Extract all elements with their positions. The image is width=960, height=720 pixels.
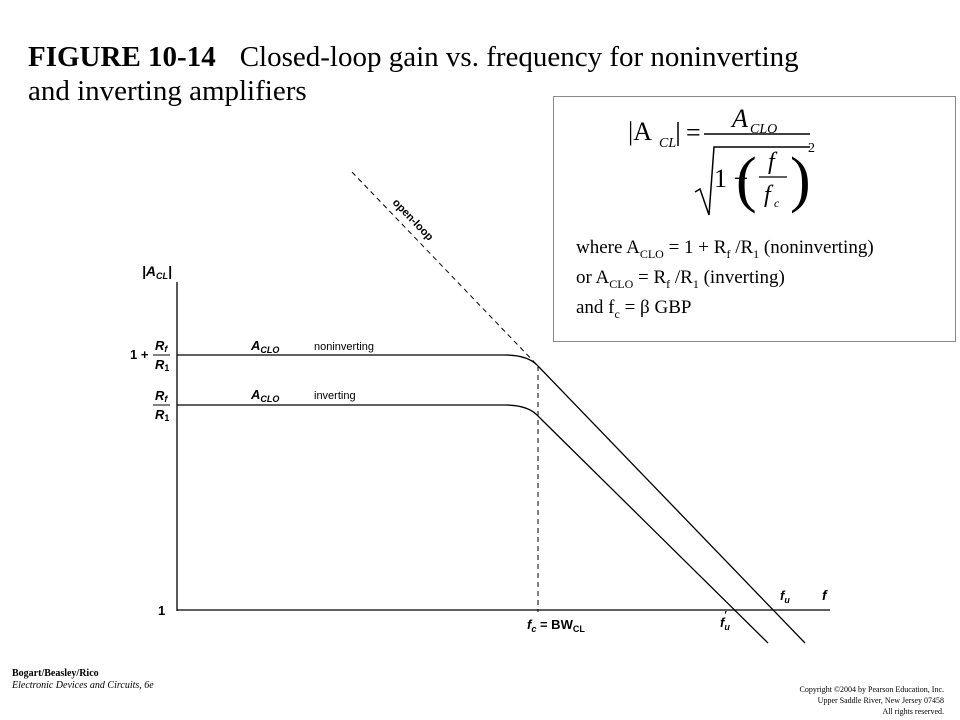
copyright-line1: Copyright ©2004 by Pearson Education, In… bbox=[799, 685, 945, 694]
x-axis-label: f bbox=[822, 587, 828, 603]
figure-number: FIGURE 10-14 bbox=[28, 41, 216, 73]
inverting-curve bbox=[177, 404, 769, 644]
tick-noninv-r1: R1 bbox=[155, 357, 169, 373]
caption-line2: and inverting amplifiers bbox=[28, 75, 307, 107]
footer-copyright: Copyright ©2004 by Pearson Education, In… bbox=[800, 684, 945, 717]
formula-paren-left: ( bbox=[736, 146, 757, 214]
caption-line1: Closed-loop gain vs. frequency for nonin… bbox=[239, 41, 799, 73]
fu-prime-label: fu′ bbox=[720, 610, 730, 632]
formula-lhs: |A bbox=[628, 117, 652, 146]
footer-attribution: Bogart/Beasley/Rico Electronic Devices a… bbox=[12, 668, 154, 692]
formula-numerator: A bbox=[730, 104, 748, 133]
formula-equals: = bbox=[686, 118, 701, 147]
inv-gain-label: ACLO bbox=[250, 387, 279, 404]
gain-formula: |A CL = A CLO 1 + ( ) f f c 2 bbox=[628, 104, 815, 216]
formula-den-f: f bbox=[768, 149, 778, 175]
formula-exponent: 2 bbox=[808, 141, 815, 156]
noninv-gain-label: ACLO bbox=[250, 338, 279, 355]
inv-label: inverting bbox=[314, 390, 356, 402]
where-definitions: where ACLO = 1 + Rf /R1 (noninverting) o… bbox=[576, 236, 874, 325]
tick-inv-rf: Rf bbox=[155, 388, 168, 404]
tick-noninv-rf: Rf bbox=[155, 338, 168, 354]
figure-title: FIGURE 10-14 Closed-loop gain vs. frequen… bbox=[28, 40, 928, 108]
noninverting-curve bbox=[177, 354, 806, 644]
footer-book: Electronic Devices and Circuits, 6e bbox=[12, 680, 154, 691]
footer-authors: Bogart/Beasley/Rico bbox=[12, 668, 99, 679]
formula-den-fc: f bbox=[764, 182, 774, 208]
formula-sqrt bbox=[694, 146, 810, 216]
open-loop-line bbox=[351, 171, 539, 367]
fc-label: fc = BWCL bbox=[527, 617, 585, 634]
formula-den-fc-sub: c bbox=[774, 196, 780, 210]
formula-den-one: 1 + bbox=[714, 164, 748, 193]
tick-one: 1 bbox=[158, 603, 165, 618]
where-line3: and fc = β GBP bbox=[576, 296, 692, 321]
where-line1: where ACLO = 1 + Rf /R1 (noninverting) bbox=[576, 237, 874, 261]
fu-label: fu bbox=[780, 588, 790, 605]
open-loop-label: open-loop bbox=[390, 197, 436, 244]
tick-noninv-prefix: 1 + bbox=[130, 347, 149, 362]
formula-box: |A CL = A CLO 1 + ( ) f f c 2 where ACLO… bbox=[553, 96, 956, 342]
copyright-line2: Upper Saddle River, New Jersey 07458 bbox=[817, 696, 944, 705]
formula-lhs-sub: CL bbox=[659, 136, 676, 151]
y-axis-label: |ACL| bbox=[142, 263, 172, 281]
where-line2: or ACLO = Rf /R1 (inverting) bbox=[576, 266, 785, 291]
copyright-line3: All rights reserved. bbox=[882, 707, 944, 716]
noninv-label: noninverting bbox=[314, 341, 374, 353]
tick-inv-r1: R1 bbox=[155, 407, 169, 423]
formula-paren-right: ) bbox=[790, 146, 811, 214]
